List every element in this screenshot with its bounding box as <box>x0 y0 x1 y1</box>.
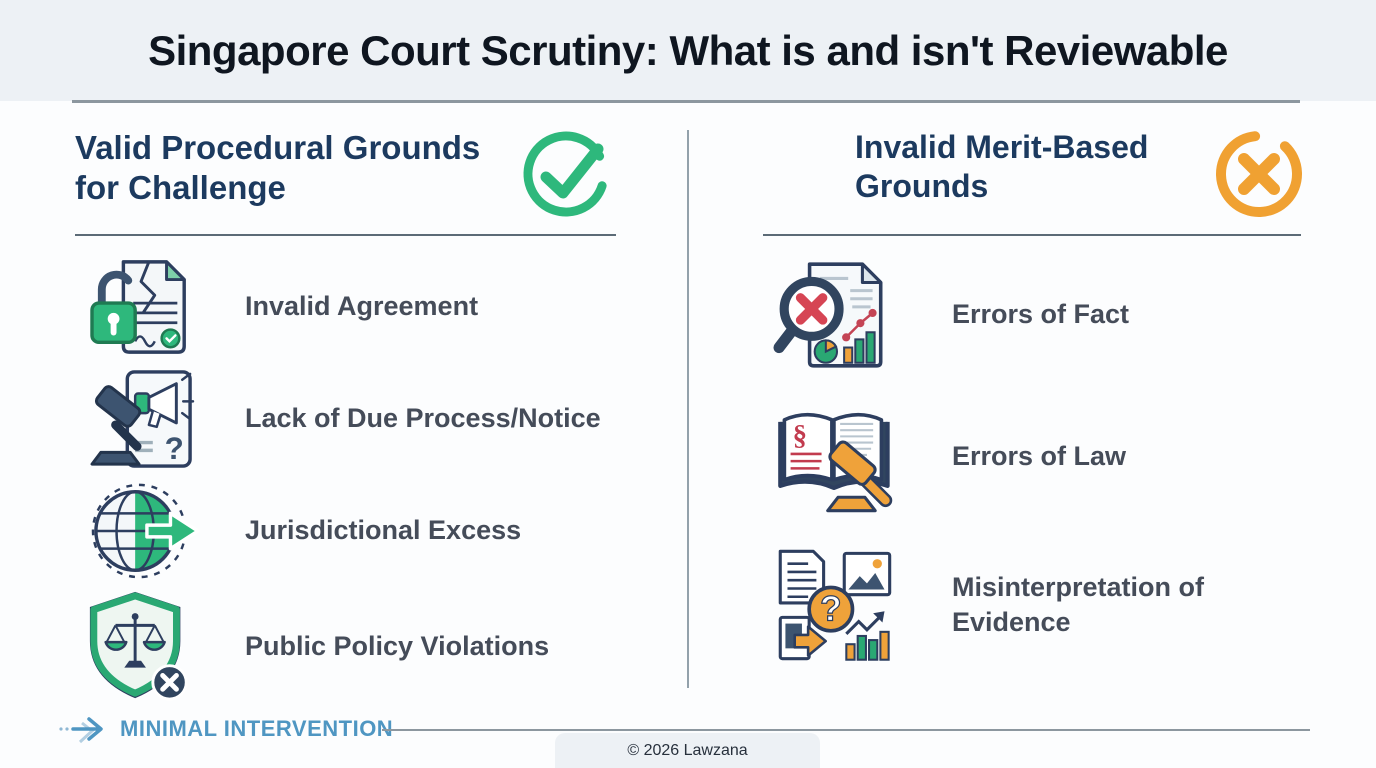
svg-text:?: ? <box>820 589 841 628</box>
svg-text:§: § <box>792 420 806 452</box>
forward-arrow-icon <box>59 717 103 744</box>
page-title: Singapore Court Scrutiny: What is and is… <box>148 26 1228 74</box>
torn-contract-padlock-icon <box>89 260 186 354</box>
tagline-label: MINIMAL INTERVENTION <box>120 716 394 741</box>
list-item-errors-of-fact: Errors of Fact <box>763 260 1129 370</box>
gavel-notice-document-icon: ? <box>90 370 194 468</box>
item-label: Errors of Law <box>952 441 1127 472</box>
invalid-grounds-header: Invalid Merit-Based Grounds <box>763 128 1302 223</box>
copyright-strip: © 2026 Lawzana <box>555 733 820 768</box>
item-label: Misinterpretation of Evidence <box>952 571 1205 637</box>
list-item-jurisdictional-excess: Jurisdictional Excess <box>75 481 521 581</box>
column-divider <box>687 130 689 688</box>
title-divider <box>72 100 1300 103</box>
tagline-rule <box>382 729 1310 731</box>
svg-text:?: ? <box>164 431 183 466</box>
invalid-grounds-heading: Invalid Merit-Based Grounds <box>855 129 1149 205</box>
law-book-gavel-icon: § <box>777 412 892 513</box>
list-item-invalid-agreement: Invalid Agreement <box>75 257 478 357</box>
item-label: Jurisdictional Excess <box>245 515 522 546</box>
list-item-due-process: ? Lack of Due Process/Notice <box>75 369 601 469</box>
column-underline <box>763 234 1301 236</box>
valid-grounds-header: Valid Procedural Grounds for Challenge <box>75 128 616 223</box>
list-item-public-policy: Public Policy Violations <box>75 591 550 701</box>
valid-grounds-heading: Valid Procedural Grounds for Challenge <box>75 129 481 207</box>
x-circle-icon <box>1216 131 1302 217</box>
item-label: Public Policy Violations <box>245 631 550 662</box>
list-item-misinterpretation: ? Misinterpretation of Evidence <box>763 537 1282 673</box>
valid-grounds-column: Valid Procedural Grounds for Challenge <box>75 128 616 701</box>
header-band: Singapore Court Scrutiny: What is and is… <box>0 0 1376 101</box>
item-label: Errors of Fact <box>952 299 1130 330</box>
list-item-errors-of-law: § Errors of Law <box>763 397 1126 517</box>
magnifier-x-report-icon <box>773 262 882 368</box>
copyright-text: © 2026 Lawzana <box>627 741 748 759</box>
column-underline <box>75 234 616 236</box>
invalid-grounds-column: Invalid Merit-Based Grounds <box>763 128 1302 661</box>
globe-arrow-icon <box>91 483 200 579</box>
shield-scales-x-icon <box>89 591 188 701</box>
item-label: Invalid Agreement <box>245 291 479 322</box>
check-circle-icon <box>523 131 609 217</box>
item-label: Lack of Due Process/Notice <box>245 403 601 434</box>
evidence-question-icon: ? <box>778 549 891 661</box>
tagline: MINIMAL INTERVENTION <box>58 710 393 748</box>
